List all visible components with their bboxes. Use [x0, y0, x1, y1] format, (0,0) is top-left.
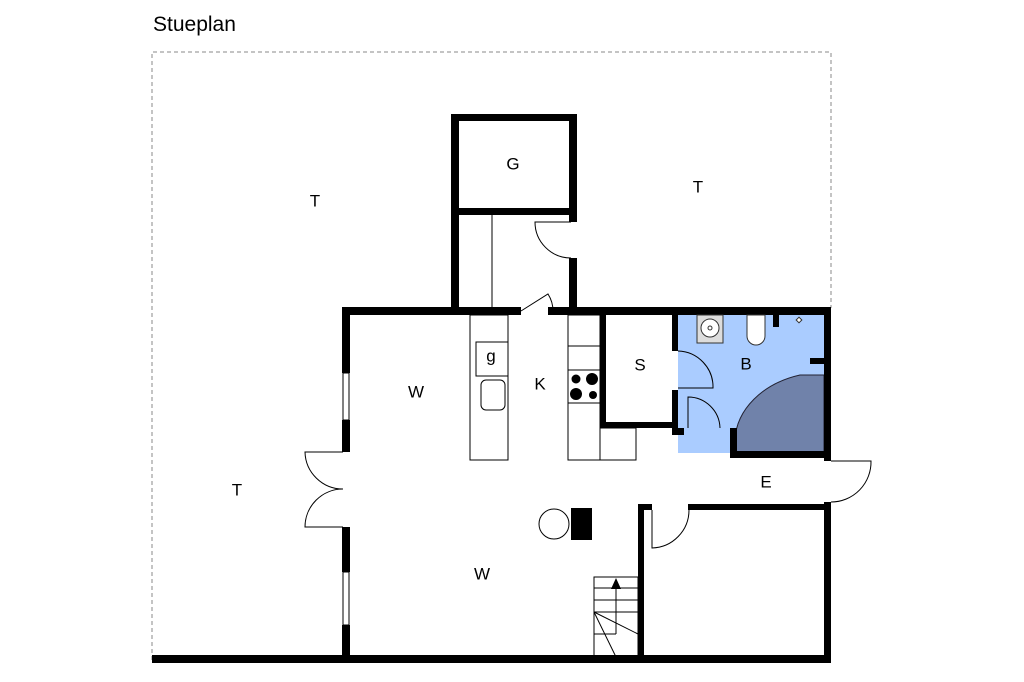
room-label-terrace: T — [693, 177, 703, 196]
chair — [571, 508, 592, 540]
table — [538, 508, 570, 540]
walls — [152, 114, 831, 663]
room-label-living: W — [408, 382, 424, 401]
window-left-upper — [342, 372, 350, 421]
room-label-bathroom: B — [740, 354, 751, 373]
door-bath — [687, 396, 721, 429]
door-terrace — [304, 451, 344, 528]
stove — [570, 373, 598, 400]
toilet — [746, 314, 766, 346]
plan-title: Stueplan — [153, 13, 236, 36]
room-label-kitchen: K — [534, 374, 546, 393]
sink — [480, 379, 506, 411]
fixtures — [304, 215, 872, 658]
label-g: g — [486, 346, 495, 365]
door-lower-room — [651, 509, 690, 549]
room-label-terrace: T — [310, 191, 320, 210]
door-kitchen — [520, 293, 554, 312]
door-garage — [534, 221, 572, 259]
door-entrance — [830, 460, 872, 503]
door-storage — [677, 350, 714, 389]
plot-boundary — [151, 51, 832, 660]
window-left-lower — [342, 571, 350, 626]
room-label-living: W — [474, 564, 490, 583]
stairs — [593, 576, 639, 658]
room-label-storage: S — [634, 355, 645, 374]
room-label-garage: G — [506, 154, 519, 173]
room-label-terrace: T — [232, 480, 242, 499]
room-label-entrance: E — [760, 472, 771, 491]
